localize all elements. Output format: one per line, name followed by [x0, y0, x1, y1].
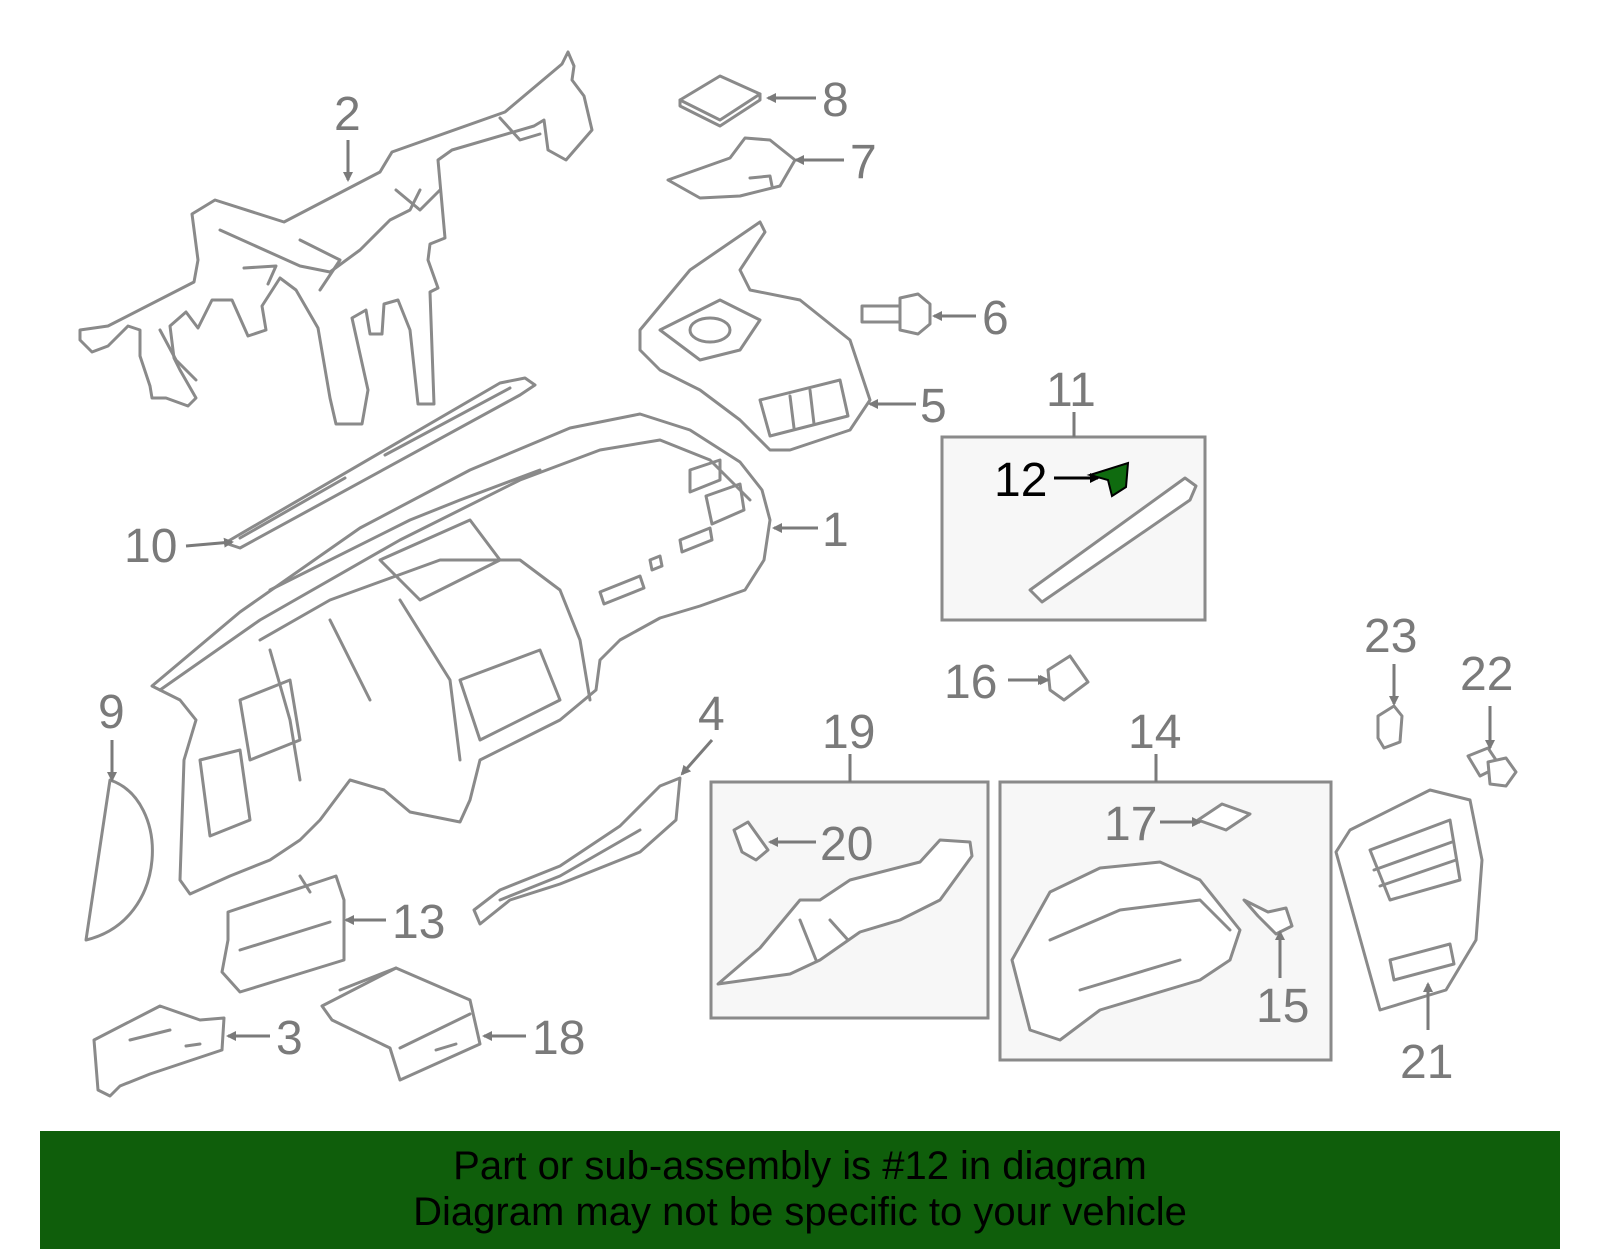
callout-labels: 2 8 7 6 5 1 10 11 12 9 4 16 19 14 23 22 … [98, 74, 1513, 1089]
part-20-clip [732, 820, 770, 862]
callout-20[interactable]: 20 [820, 818, 873, 871]
part-3-bracket [92, 1004, 226, 1098]
callout-1[interactable]: 1 [822, 504, 849, 557]
leader-lines [107, 93, 1495, 1041]
callout-9[interactable]: 9 [98, 686, 125, 739]
callout-12[interactable]: 12 [994, 454, 1047, 507]
callout-23[interactable]: 23 [1364, 610, 1417, 663]
callout-11[interactable]: 11 [1046, 364, 1096, 417]
group-box-11 [940, 435, 1207, 622]
part-2-cross-car-beam [78, 50, 594, 426]
part-9-lens [84, 778, 154, 942]
part-11-trim-strip [1028, 476, 1198, 604]
part-15-screw [1242, 898, 1294, 936]
part-8-pad [678, 74, 762, 128]
callout-6[interactable]: 6 [982, 292, 1009, 345]
part-17-pad [1196, 802, 1252, 832]
part-12-clip-highlighted [1086, 461, 1130, 498]
part-1-instrument-panel [150, 412, 772, 896]
callout-8[interactable]: 8 [822, 74, 849, 127]
part-14-cluster-bezel [1010, 860, 1242, 1042]
banner-line-disclaimer: Diagram may not be specific to your vehi… [413, 1190, 1187, 1234]
part-22-bolt [1466, 746, 1518, 788]
part-10-defroster-grille [223, 376, 537, 550]
callout-3[interactable]: 3 [276, 1012, 303, 1065]
callout-2[interactable]: 2 [334, 88, 361, 141]
callout-22[interactable]: 22 [1460, 648, 1513, 701]
callout-19[interactable]: 19 [822, 706, 875, 759]
callout-15[interactable]: 15 [1256, 980, 1309, 1033]
part-18-tray [320, 966, 482, 1082]
part-4-knee-bolster [472, 776, 682, 926]
part-16-clip [1046, 654, 1090, 702]
callout-13[interactable]: 13 [392, 896, 445, 949]
part-7-bracket [666, 136, 797, 200]
info-banner: Part or sub-assembly is #12 in diagram D… [40, 1131, 1560, 1249]
callout-21[interactable]: 21 [1400, 1036, 1453, 1089]
callout-10[interactable]: 10 [124, 520, 177, 573]
part-5-center-bezel [638, 220, 872, 452]
part-19-trim-panel [716, 838, 974, 986]
callout-16[interactable]: 16 [944, 656, 997, 709]
callout-17[interactable]: 17 [1104, 798, 1157, 851]
banner-line-part: Part or sub-assembly is #12 in diagram [453, 1144, 1147, 1188]
callout-4[interactable]: 4 [698, 688, 725, 741]
callout-18[interactable]: 18 [532, 1012, 585, 1065]
callout-14[interactable]: 14 [1128, 706, 1181, 759]
part-6-bolt [860, 292, 932, 336]
part-21-vent [1334, 788, 1484, 1012]
callout-7[interactable]: 7 [850, 136, 877, 189]
callout-5[interactable]: 5 [920, 380, 947, 433]
part-13-vent-housing [220, 874, 346, 994]
part-23-clip [1376, 704, 1404, 750]
